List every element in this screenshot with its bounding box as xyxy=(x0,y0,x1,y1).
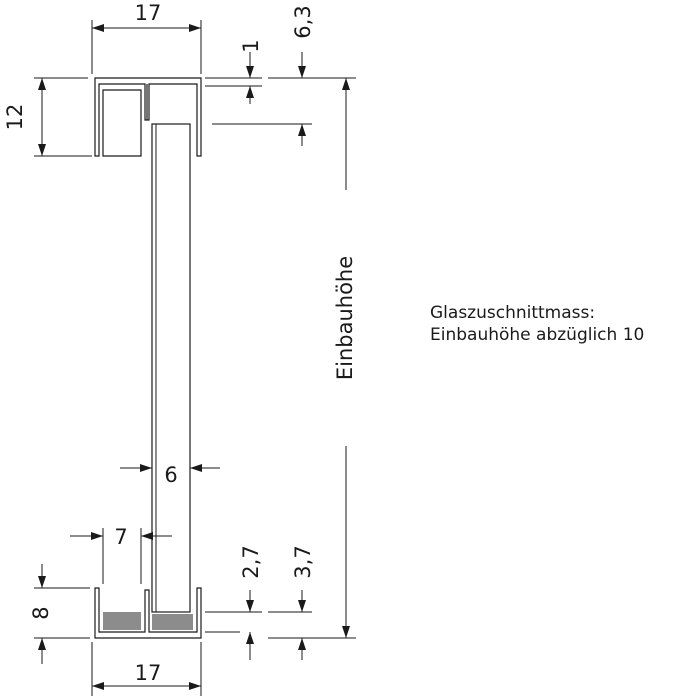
dim-bottom-gap: 2,7 xyxy=(205,545,263,660)
dim-top-height-label: 12 xyxy=(3,104,27,131)
glass-cut-note: Glaszuschnittmass: Einbauhöhe abzüglich … xyxy=(430,302,644,346)
dim-gap-width: 7 xyxy=(70,525,172,584)
dim-top-depth: 6,3 xyxy=(212,5,356,146)
dim-top-width: 17 xyxy=(91,1,202,74)
dim-installation-height: Einbauhöhe xyxy=(268,78,357,639)
bottom-seal-left xyxy=(103,612,141,630)
glass-cut-note-title: Glaszuschnittmass: xyxy=(430,303,596,323)
glass-cut-note-rule: Einbauhöhe abzüglich 10 xyxy=(430,325,645,345)
dim-bottom-depth: 3,7 xyxy=(268,545,315,660)
top-profile xyxy=(94,77,202,157)
dim-top-height: 12 xyxy=(3,77,92,157)
dim-bottom-height: 8 xyxy=(29,564,90,664)
bottom-profile xyxy=(94,587,202,639)
dim-installation-height-label: Einbauhöhe xyxy=(333,256,357,380)
glass-pane xyxy=(151,123,191,613)
dim-glass-thickness-label: 6 xyxy=(164,463,177,487)
dim-bottom-width: 17 xyxy=(91,642,202,696)
dim-bottom-gap-label: 2,7 xyxy=(239,545,263,578)
dim-top-depth-label: 6,3 xyxy=(291,5,315,38)
bottom-seal-right xyxy=(152,614,193,630)
dim-wall-top: 1 xyxy=(205,39,263,104)
dim-bottom-height-label: 8 xyxy=(29,606,53,619)
dim-top-width-label: 17 xyxy=(135,1,162,25)
dim-gap-width-label: 7 xyxy=(114,525,127,549)
dim-glass-thickness: 6 xyxy=(120,463,220,487)
dim-bottom-width-label: 17 xyxy=(135,661,162,685)
dim-wall-top-label: 1 xyxy=(239,39,263,52)
dim-bottom-depth-label: 3,7 xyxy=(291,545,315,578)
